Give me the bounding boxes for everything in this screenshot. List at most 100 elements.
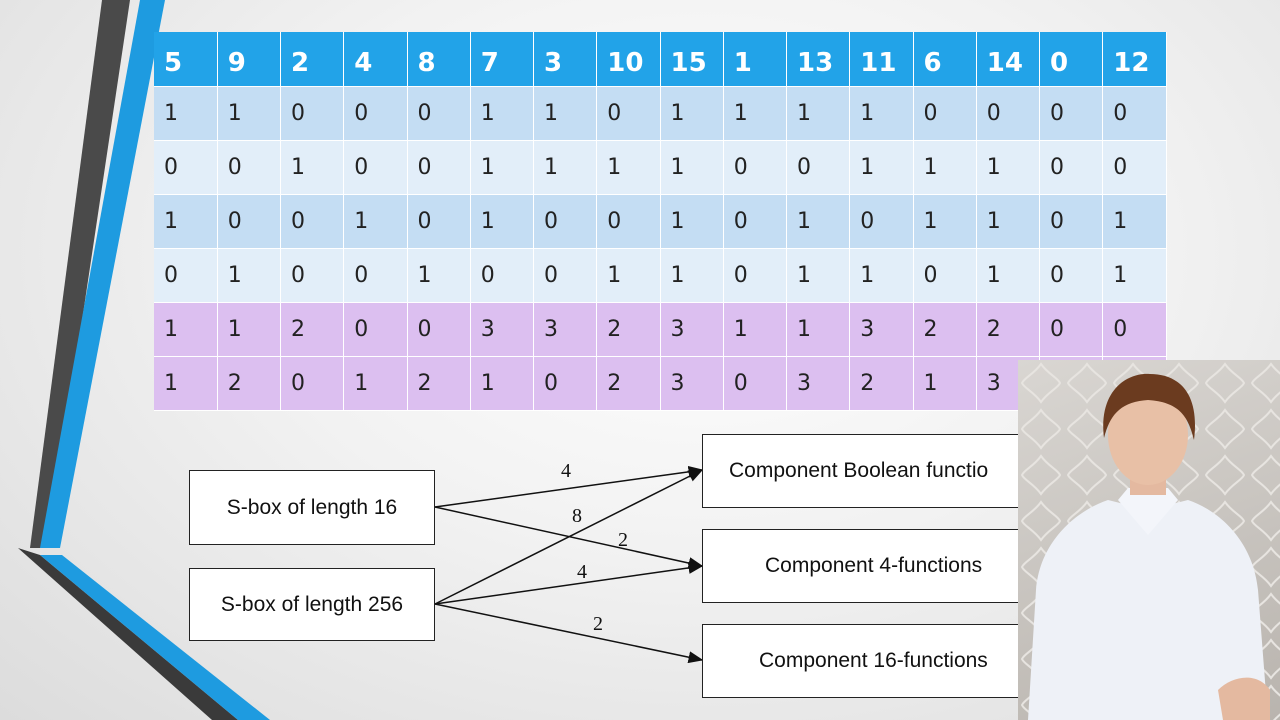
table-cell: 0 <box>913 86 977 141</box>
table-cell: 1 <box>849 86 914 141</box>
header-cell: 4 <box>343 32 408 87</box>
table-cell: 1 <box>470 194 535 249</box>
table-cell: 0 <box>533 356 598 411</box>
table-cell: 0 <box>280 248 345 303</box>
table-cell: 0 <box>407 86 471 141</box>
table-cell: 1 <box>407 248 471 303</box>
table-cell: 1 <box>660 140 724 195</box>
table-cell: 1 <box>154 356 218 411</box>
table-cell: 1 <box>976 248 1041 303</box>
header-cell: 13 <box>786 32 851 87</box>
sbox16-box: S-box of length 16 <box>189 470 435 545</box>
header-cell: 14 <box>976 32 1041 87</box>
table-cell: 0 <box>596 86 661 141</box>
table-cell: 0 <box>723 194 788 249</box>
component-boolean-box: Component Boolean functio <box>702 434 1032 508</box>
table-cell: 0 <box>217 194 282 249</box>
table-cell: 1 <box>723 302 788 357</box>
table-cell: 1 <box>849 140 914 195</box>
presenter-silhouette <box>1018 360 1280 720</box>
table-cell: 0 <box>786 140 851 195</box>
component-16functions-box: Component 16-functions <box>702 624 1032 698</box>
table-cell: 1 <box>154 302 218 357</box>
table-cell: 0 <box>1039 302 1104 357</box>
edge-label: 4 <box>577 561 587 583</box>
table-cell: 0 <box>1102 302 1167 357</box>
table-cell: 0 <box>407 302 471 357</box>
table-cell: 1 <box>660 194 724 249</box>
table-cell: 0 <box>723 356 788 411</box>
table-cell: 0 <box>343 248 408 303</box>
table-cell: 3 <box>660 356 724 411</box>
table-cell: 1 <box>343 194 408 249</box>
table-cell: 3 <box>660 302 724 357</box>
table-cell: 2 <box>407 356 471 411</box>
table-cell: 3 <box>470 302 535 357</box>
edge-label: 2 <box>618 529 628 551</box>
edge-label: 4 <box>561 460 571 482</box>
table-cell: 1 <box>533 140 598 195</box>
table-cell: 1 <box>786 302 851 357</box>
table-cell: 0 <box>913 248 977 303</box>
header-cell: 12 <box>1102 32 1167 87</box>
table-cell: 2 <box>217 356 282 411</box>
table-cell: 3 <box>533 302 598 357</box>
table-cell: 3 <box>849 302 914 357</box>
table-cell: 1 <box>217 302 282 357</box>
table-cell: 0 <box>849 194 914 249</box>
table-cell: 0 <box>723 248 788 303</box>
table-cell: 2 <box>596 302 661 357</box>
header-cell: 10 <box>596 32 661 87</box>
edge-label: 8 <box>572 505 582 527</box>
table-cell: 1 <box>596 248 661 303</box>
edge-label: 2 <box>593 613 603 635</box>
table-cell: 1 <box>154 86 218 141</box>
header-cell: 3 <box>533 32 598 87</box>
presenter-video <box>1018 360 1280 720</box>
table-cell: 1 <box>217 86 282 141</box>
table-cell: 1 <box>976 140 1041 195</box>
table-cell: 1 <box>217 248 282 303</box>
table-cell: 0 <box>343 302 408 357</box>
table-cell: 1 <box>154 194 218 249</box>
header-cell: 11 <box>849 32 914 87</box>
table-cell: 1 <box>533 86 598 141</box>
header-cell: 0 <box>1039 32 1104 87</box>
header-cell: 15 <box>660 32 724 87</box>
table-cell: 1 <box>660 86 724 141</box>
table-cell: 1 <box>470 356 535 411</box>
table-cell: 1 <box>786 86 851 141</box>
table-cell: 2 <box>976 302 1041 357</box>
sbox256-box: S-box of length 256 <box>189 568 435 641</box>
table-cell: 1 <box>913 140 977 195</box>
table-cell: 0 <box>280 356 345 411</box>
table-cell: 0 <box>280 86 345 141</box>
table-cell: 0 <box>596 194 661 249</box>
table-cell: 0 <box>470 248 535 303</box>
table-cell: 0 <box>533 248 598 303</box>
table-cell: 1 <box>976 194 1041 249</box>
header-cell: 2 <box>280 32 345 87</box>
table-cell: 0 <box>723 140 788 195</box>
table-cell: 0 <box>1039 248 1104 303</box>
table-cell: 0 <box>343 86 408 141</box>
table-cell: 1 <box>913 194 977 249</box>
table-cell: 3 <box>786 356 851 411</box>
table-cell: 0 <box>1039 86 1104 141</box>
table-cell: 0 <box>1102 86 1167 141</box>
table-cell: 1 <box>660 248 724 303</box>
header-cell: 5 <box>154 32 218 87</box>
table-cell: 2 <box>280 302 345 357</box>
table-cell: 2 <box>596 356 661 411</box>
table-cell: 2 <box>913 302 977 357</box>
header-cell: 6 <box>913 32 977 87</box>
table-cell: 0 <box>154 248 218 303</box>
table-cell: 1 <box>849 248 914 303</box>
table-cell: 1 <box>470 86 535 141</box>
